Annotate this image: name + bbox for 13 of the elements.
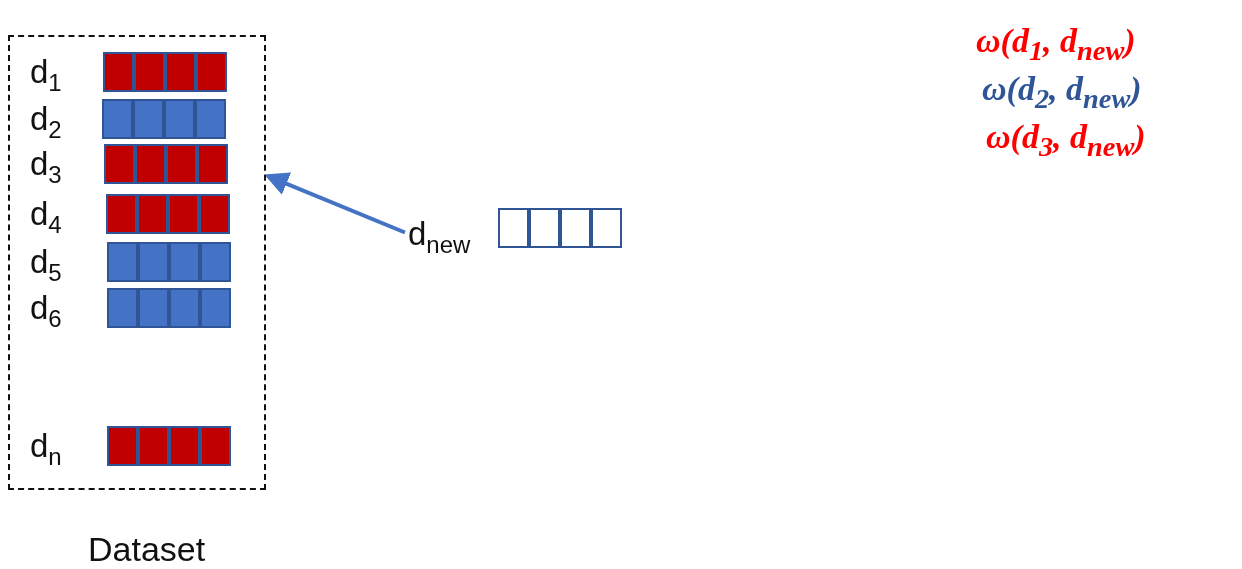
arrow — [264, 172, 406, 235]
vector-label: d$_{n}$ — [30, 429, 62, 469]
vector-label: d$_{2}$ — [30, 102, 62, 142]
vector-label: d$_{1}$ — [30, 55, 62, 95]
vector-label: d$_{5}$ — [30, 245, 62, 285]
similarity-formula: ω(d$_{3}$, d$_{new}$) — [986, 118, 1146, 163]
similarity-formula: ω(d$_{1}$, d$_{new}$) — [976, 22, 1136, 67]
vector-label: d$_{3}$ — [30, 147, 62, 187]
vector-label: d$_{new}$ — [408, 217, 471, 257]
vector-label: d$_{4}$ — [30, 197, 62, 237]
vector-label: d$_{6}$ — [30, 291, 62, 331]
similarity-formula: ω(d$_{2}$, d$_{new}$) — [982, 70, 1142, 115]
dataset-caption: Dataset — [88, 532, 206, 566]
